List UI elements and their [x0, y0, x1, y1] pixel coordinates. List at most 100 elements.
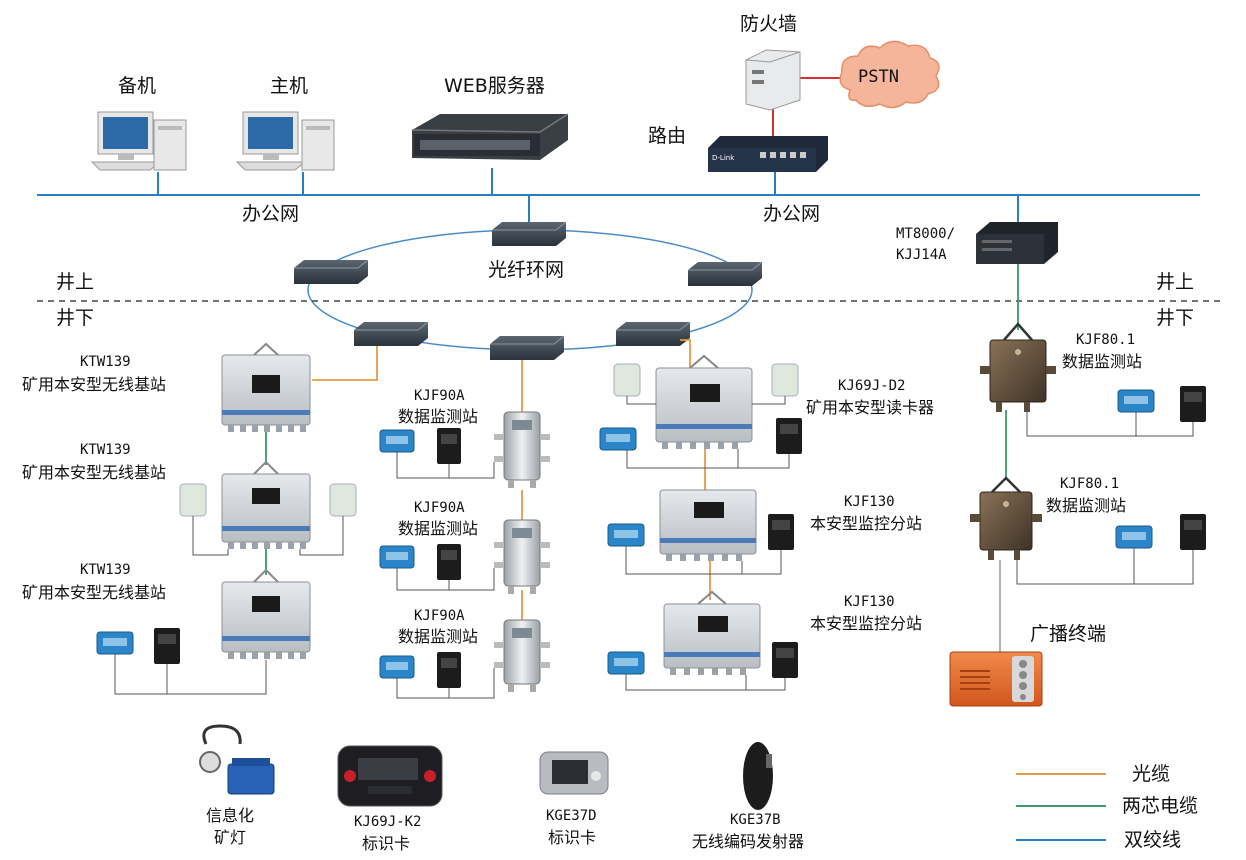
kjf90a-box-3 [494, 619, 550, 692]
label-mt8000-line1: MT8000/ [896, 226, 956, 242]
label-k2-line1: KJ69J-K2 [354, 814, 422, 830]
ktw139-box-3 [221, 568, 311, 659]
display-icon-kjf80-2 [1180, 514, 1206, 550]
antenna-icon-reader-right [771, 363, 799, 397]
broadcast-terminal-icon [949, 651, 1043, 707]
label-ktw3-model: KTW139 [80, 562, 131, 578]
sensor-icon-kjf80-2 [1115, 525, 1153, 549]
label-ktw3-name: 矿用本安型无线基站 [22, 583, 167, 602]
ring-switch-bottom-left [354, 321, 429, 346]
kge37b-transmitter-icon [743, 742, 773, 810]
label-web-server: WEB服务器 [444, 75, 545, 97]
label-lamp-line1: 信息化 [206, 806, 255, 825]
sensor-icon-kjf90a-1 [379, 429, 415, 453]
label-router: 路由 [648, 125, 687, 147]
label-kjf90a-1-name: 数据监测站 [398, 407, 479, 426]
kj69j-d2-box [655, 354, 753, 449]
kjf90a-box-2 [494, 519, 550, 594]
router-icon: D-Link [708, 136, 828, 172]
label-kjf130-1-model: KJF130 [844, 494, 895, 510]
display-icon-ktw [154, 628, 180, 664]
ring-switch-right [688, 261, 763, 286]
label-mt8000-line2: KJJ14A [896, 247, 947, 263]
display-icon-kjf130-1 [768, 514, 794, 550]
pstn-cloud-icon [839, 40, 940, 109]
sensor-icon-kjf130-1 [607, 523, 645, 547]
label-kjf90a-3-name: 数据监测站 [398, 627, 479, 646]
label-ktw1-model: KTW139 [80, 354, 131, 370]
label-ktw2-name: 矿用本安型无线基站 [22, 463, 167, 482]
legend-label-twisted-pair: 双绞线 [1124, 829, 1182, 851]
label-kge37d-line1: KGE37D [546, 808, 597, 824]
label-kj69j-name: 矿用本安型读卡器 [806, 398, 935, 417]
legend-label-fiber: 光缆 [1132, 763, 1171, 785]
ring-switch-bottom [490, 335, 565, 360]
display-icon-kjf90a-1 [437, 428, 461, 464]
antenna-icon-right [329, 483, 357, 517]
ring-switch-left [294, 259, 369, 284]
label-kjf80-1-name: 数据监测站 [1062, 352, 1143, 371]
sensor-icon-ktw [96, 631, 134, 655]
label-ring: 光纤环网 [488, 259, 565, 281]
label-below-left: 井下 [56, 307, 95, 329]
sensor-icon-reader [599, 427, 637, 451]
ring-switch-top [492, 221, 567, 246]
label-lamp-line2: 矿灯 [214, 828, 247, 847]
label-kjf90a-3-model: KJF90A [414, 608, 465, 624]
display-icon-kjf90a-2 [437, 544, 461, 580]
label-broadcast: 广播终端 [1030, 623, 1107, 645]
kj69j-k2-card-icon [337, 745, 443, 807]
mt8000-server-icon [976, 222, 1058, 264]
label-kjf130-1-name: 本安型监控分站 [810, 514, 923, 533]
kjf130-box-1 [659, 489, 757, 561]
label-ktw1-name: 矿用本安型无线基站 [22, 375, 167, 394]
display-icon-reader [776, 418, 802, 454]
display-icon-kjf90a-3 [437, 652, 461, 688]
sensor-icon-kjf130-2 [607, 651, 645, 675]
label-pstn: PSTN [858, 67, 899, 87]
label-kjf80-1-model: KJF80.1 [1076, 332, 1136, 348]
label-kjf80-2-model: KJF80.1 [1060, 476, 1120, 492]
label-k2-line2: 标识卡 [362, 834, 411, 853]
label-kjf80-2-name: 数据监测站 [1046, 496, 1127, 515]
sensor-icon-kjf90a-2 [379, 545, 415, 569]
label-kge37d-line2: 标识卡 [548, 828, 597, 847]
display-icon-kjf80-1 [1180, 386, 1206, 422]
kjf90a-box-1 [494, 411, 550, 488]
label-below-right: 井下 [1156, 307, 1195, 329]
ktw139-box-1 [221, 342, 311, 432]
label-kge37b-line1: KGE37B [730, 812, 781, 828]
label-kjf90a-2-model: KJF90A [414, 500, 465, 516]
antenna-icon-left [179, 483, 207, 517]
label-office-net-left: 办公网 [242, 203, 300, 225]
antenna-icon-reader-left [613, 363, 641, 397]
backup-computer-icon [90, 111, 187, 171]
svg-text:D-Link: D-Link [712, 154, 735, 162]
web-server-icon [411, 113, 569, 160]
ktw139-box-2 [221, 460, 311, 549]
label-above-left: 井上 [56, 271, 95, 293]
host-computer-icon [235, 111, 335, 171]
display-icon-kjf130-2 [772, 642, 798, 678]
label-above-right: 井上 [1156, 271, 1195, 293]
kjf80-box-2 [970, 476, 1042, 560]
label-backup: 备机 [118, 75, 157, 97]
label-kj69j-model: KJ69J-D2 [838, 378, 906, 394]
kjf80-box-1 [980, 322, 1056, 412]
mine-lamp-icon [199, 724, 275, 795]
sensor-icon-kjf90a-3 [379, 655, 415, 679]
label-firewall: 防火墙 [740, 13, 798, 35]
kjf130-box-2 [663, 590, 761, 675]
sensor-icon-kjf80-1 [1117, 389, 1155, 413]
label-kjf90a-1-model: KJF90A [414, 388, 465, 404]
label-kjf130-2-name: 本安型监控分站 [810, 614, 923, 633]
label-kjf90a-2-name: 数据监测站 [398, 519, 479, 538]
legend-label-two-core: 两芯电缆 [1122, 795, 1199, 817]
label-office-net-right: 办公网 [763, 203, 821, 225]
firewall-server-icon [745, 49, 801, 111]
label-kjf130-2-model: KJF130 [844, 594, 895, 610]
ring-switch-bottom-right [616, 321, 691, 346]
kge37d-card-icon [539, 751, 609, 795]
label-ktw2-model: KTW139 [80, 442, 131, 458]
